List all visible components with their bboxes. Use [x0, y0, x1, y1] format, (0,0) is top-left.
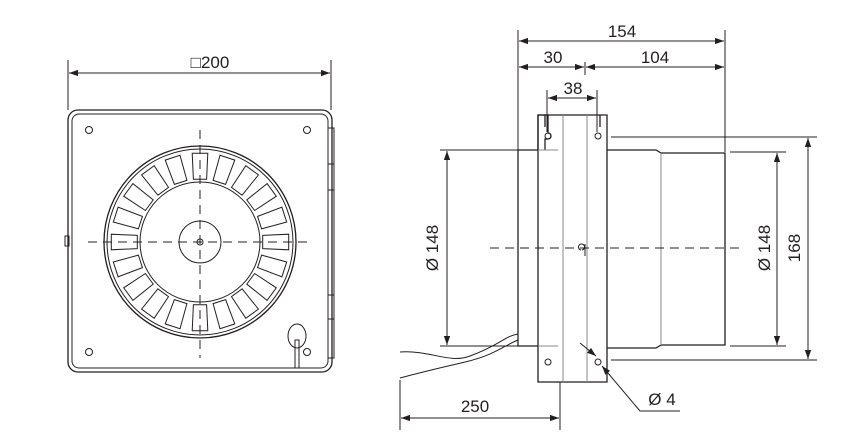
slot-icon [544, 132, 552, 140]
mounting-hole-icon [303, 348, 311, 356]
cable-length-dimension: 250 [399, 380, 561, 430]
front-view: □200 [64, 53, 335, 373]
inlet-diameter-label: Ø 148 [423, 225, 442, 271]
hole-diameter-label: Ø 4 [648, 390, 675, 409]
front-length-dimension: 30 [519, 48, 584, 71]
grille-blade [230, 164, 260, 196]
mounting-hole-icon [85, 348, 93, 356]
grille-blade [246, 272, 278, 302]
grille-blade [140, 164, 170, 196]
grille-blade [256, 206, 288, 230]
grille-blade [230, 288, 260, 320]
slot-icon [544, 358, 552, 366]
grille-blade [256, 254, 288, 278]
overall-length-label: 154 [608, 22, 636, 41]
width-label: □200 [191, 53, 230, 72]
grille-blade [110, 233, 138, 251]
flange-height-label: 168 [785, 234, 804, 262]
grille-blade [140, 288, 170, 320]
grille-blade [212, 298, 236, 330]
flange-width-label: 38 [564, 79, 583, 98]
flange-height-dimension: 168 [611, 136, 817, 361]
duct-body [607, 149, 726, 349]
grille-blade [246, 182, 278, 212]
overall-length-dimension: 154 [519, 22, 724, 45]
front-length-label: 30 [544, 48, 563, 67]
width-dimension: □200 [67, 53, 332, 110]
grille-blade [191, 304, 209, 332]
flange [537, 114, 608, 383]
grille-blade [164, 298, 188, 330]
grille-blade [122, 182, 154, 212]
side-knob [64, 235, 70, 247]
mounting-hole-icon [303, 126, 311, 134]
screw-icon [578, 243, 586, 256]
inlet-diameter-dimension: Ø 148 [423, 149, 518, 347]
grille-blade [122, 272, 154, 302]
grille-blades [110, 152, 290, 332]
rear-length-label: 104 [641, 48, 669, 67]
mounting-hole-icon [85, 126, 93, 134]
front-collar [517, 149, 538, 347]
cable-length-label: 250 [461, 397, 489, 416]
outlet-diameter-label: Ø 148 [755, 225, 774, 271]
side-view: 154 30 104 38 [399, 22, 817, 430]
grille-blade [262, 233, 290, 251]
grille-blade [112, 206, 144, 230]
cable [399, 333, 519, 359]
rear-length-dimension: 104 [586, 48, 724, 71]
front-plate [67, 109, 333, 373]
slot-icon [594, 358, 602, 366]
grille-blade [164, 154, 188, 186]
grille-blade [112, 254, 144, 278]
grille-blade [191, 152, 209, 180]
hole-diameter-callout: Ø 4 [579, 342, 680, 412]
outlet-diameter-dimension: Ø 148 [730, 151, 786, 347]
grille-blade [212, 154, 236, 186]
slot-icon [594, 132, 602, 140]
mounting-holes [85, 126, 311, 356]
pull-cord-switch-icon [287, 323, 307, 369]
flange-width-dimension: 38 [546, 79, 598, 132]
hinges [327, 127, 335, 359]
